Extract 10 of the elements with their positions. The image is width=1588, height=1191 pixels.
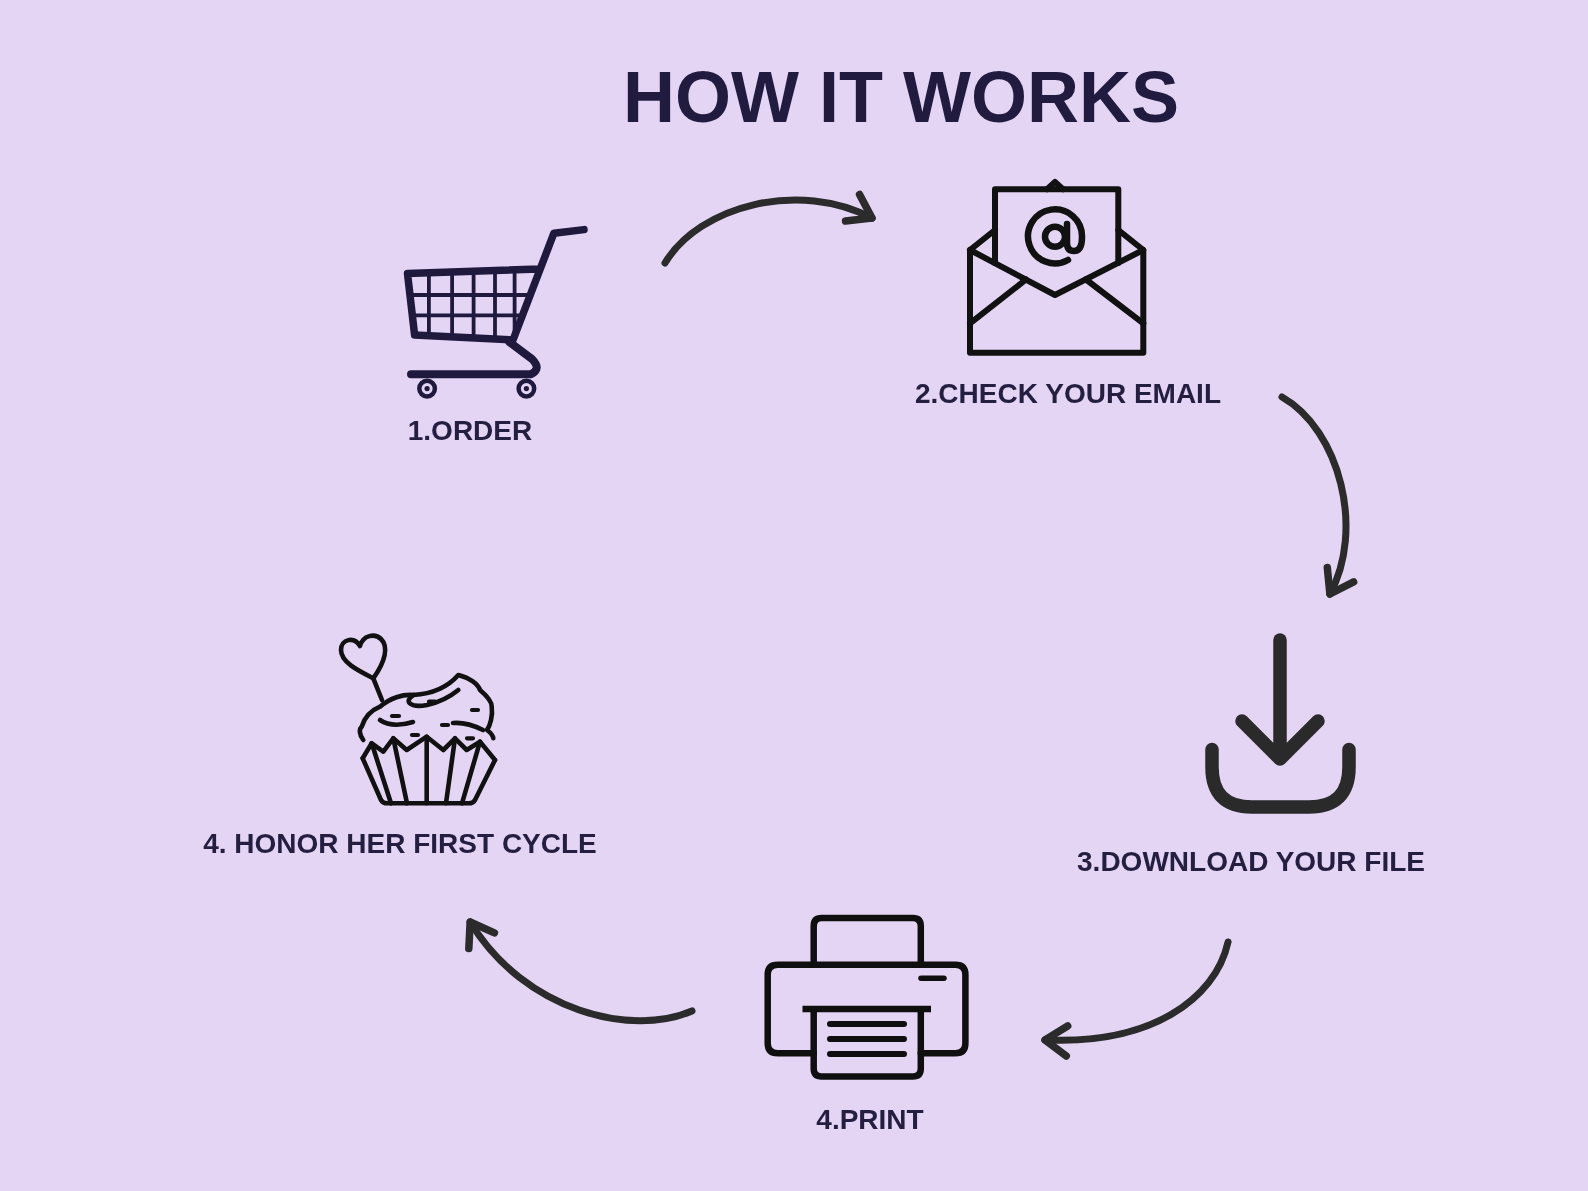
curved-arrow [466,918,696,1025]
step-label: 1.ORDER [407,413,533,448]
curved-arrow [1278,393,1357,598]
curved-arrow [661,191,876,267]
step-label: 4.PRINT [816,1102,924,1137]
step-label: 4. HONOR HER FIRST CYCLE [203,826,597,861]
curved-arrow [1041,938,1232,1059]
title: HOW IT WORKS [623,61,1179,133]
step-label: 2.CHECK YOUR EMAIL [915,376,1221,411]
step-label: 3.DOWNLOAD YOUR FILE [1077,844,1425,879]
